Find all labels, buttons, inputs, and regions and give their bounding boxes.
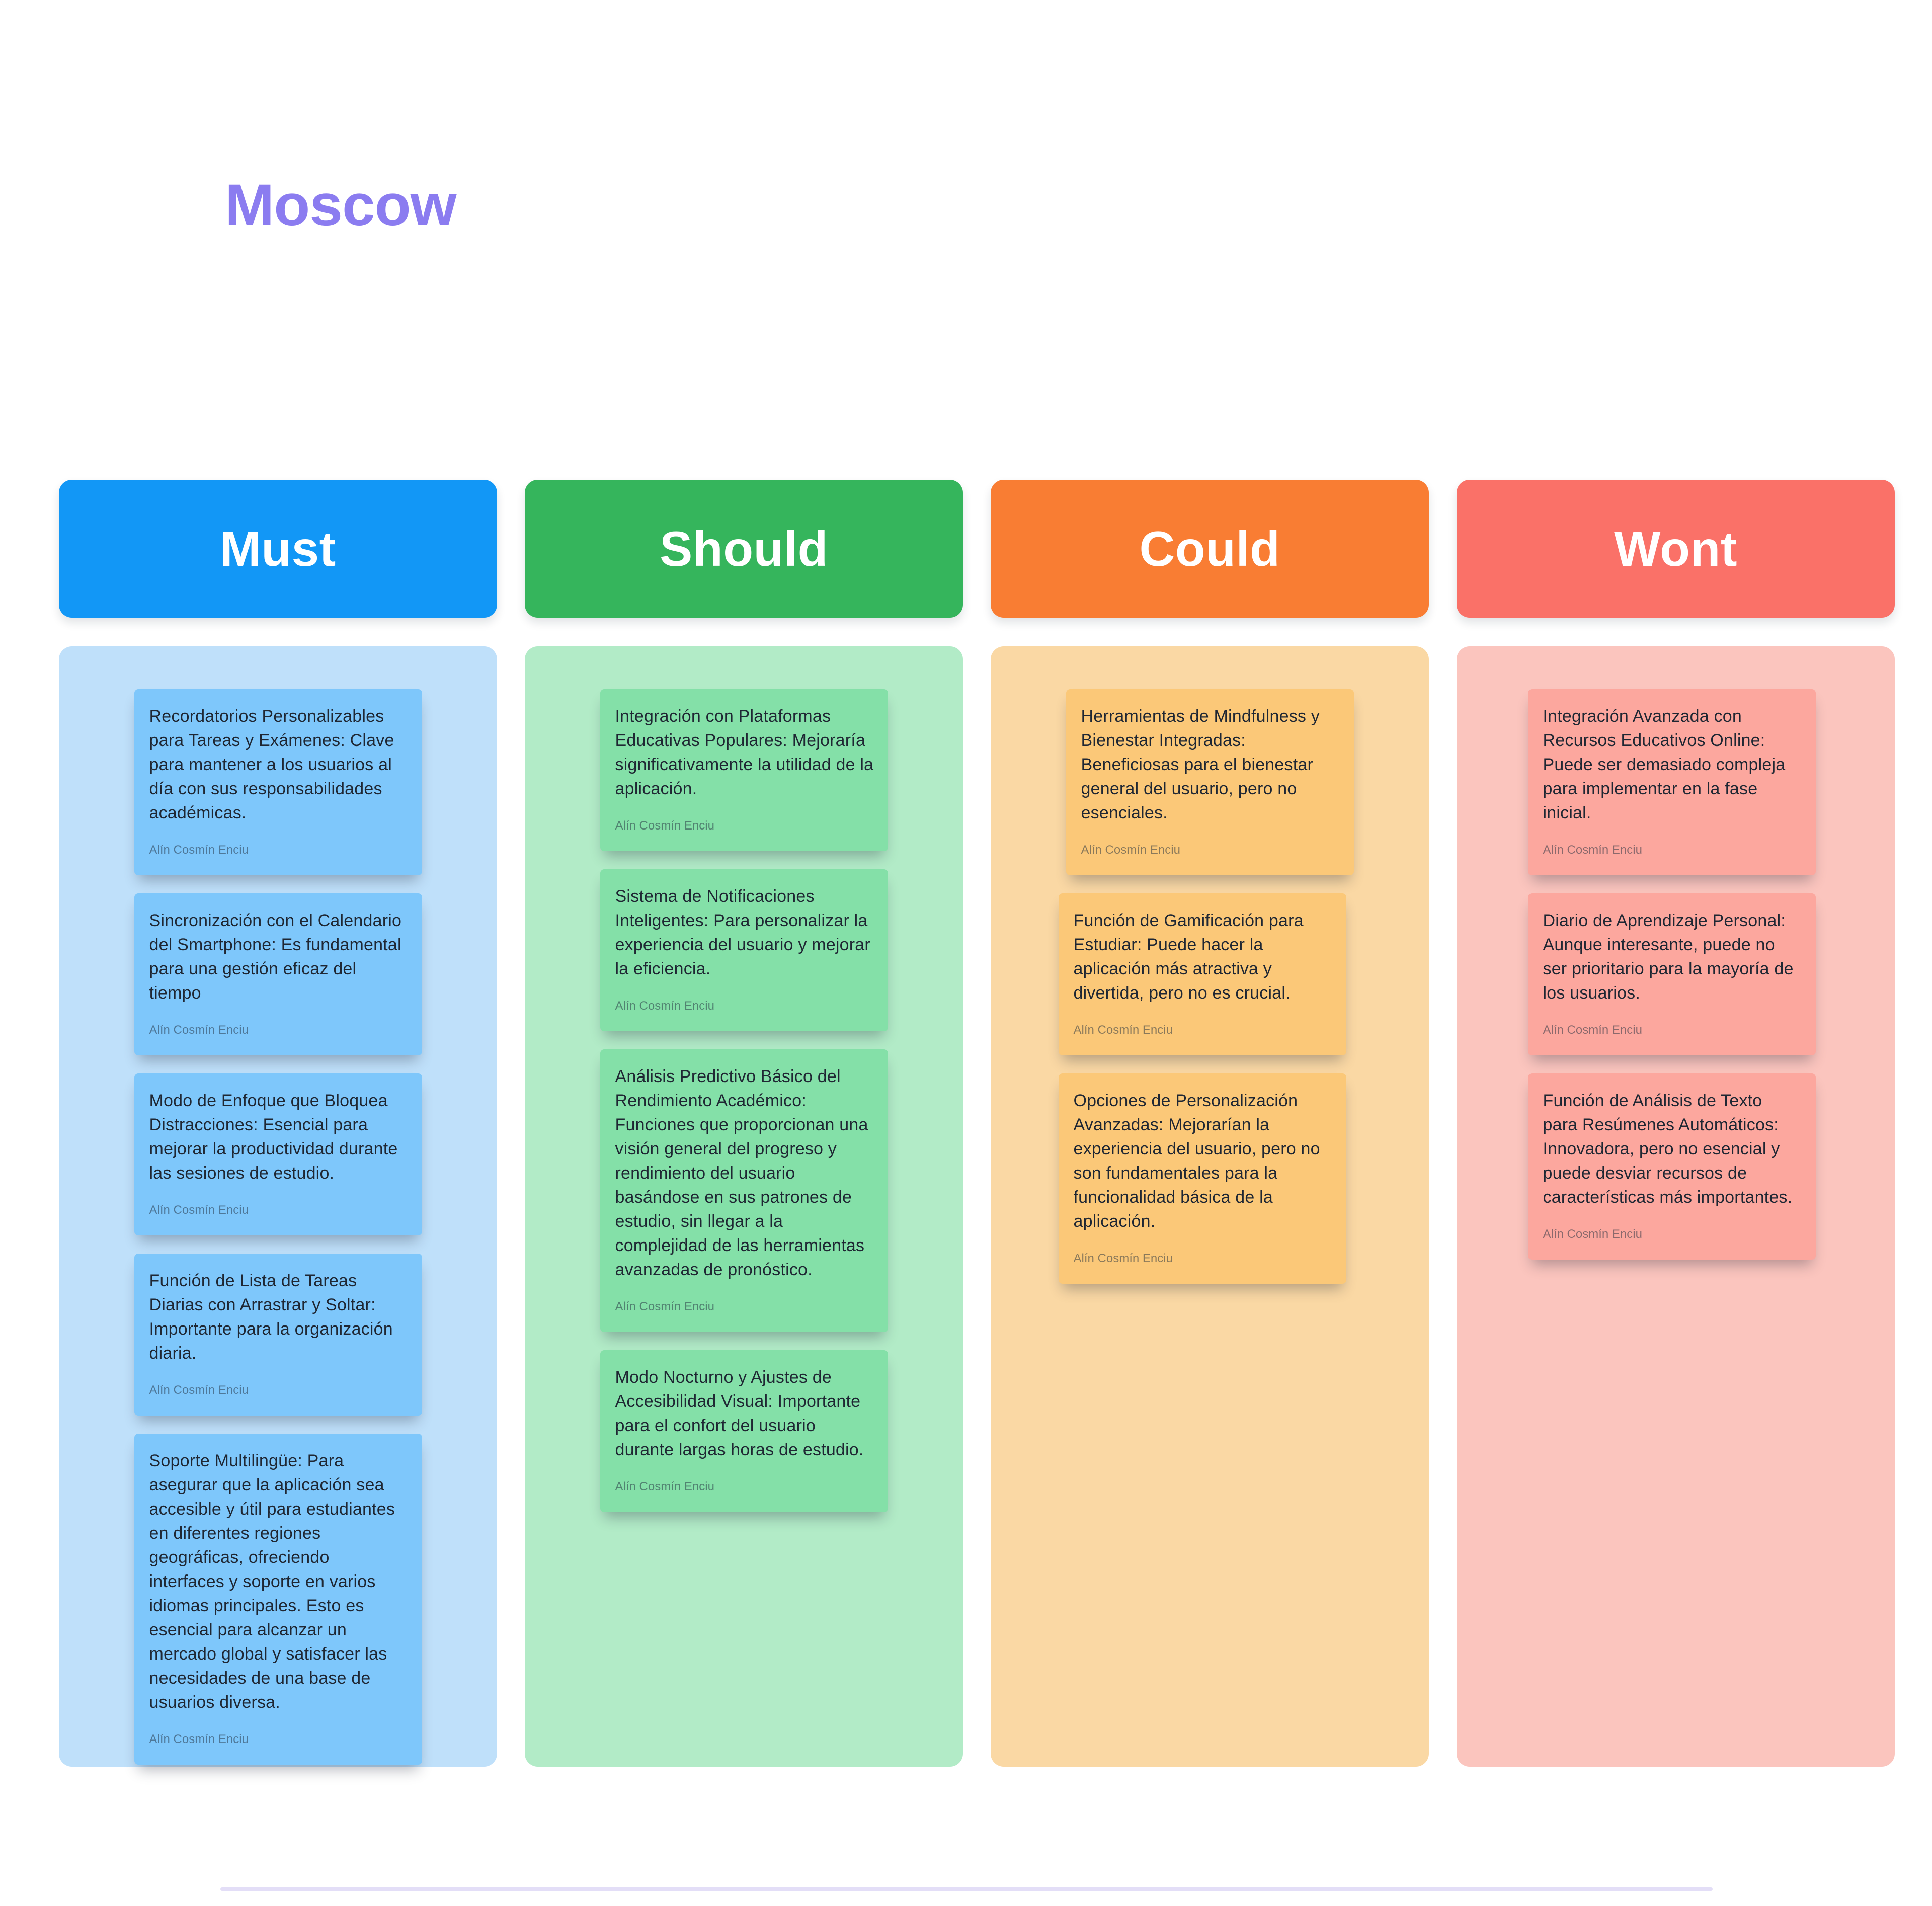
sticky-note-author: Alín Cosmín Enciu (149, 1023, 249, 1037)
sticky-note-author: Alín Cosmín Enciu (1081, 843, 1180, 857)
column-label-could: Could (1139, 521, 1280, 576)
column-body-must: Recordatorios Personalizables para Tarea… (59, 646, 497, 1767)
sticky-note-text: Modo Nocturno y Ajustes de Accesibilidad… (615, 1368, 864, 1459)
sticky-note-text: Función de Lista de Tareas Diarias con A… (149, 1271, 393, 1363)
sticky-note-must-4[interactable]: Función de Lista de Tareas Diarias con A… (134, 1254, 422, 1416)
sticky-note-should-1[interactable]: Integración con Plataformas Educativas P… (600, 689, 888, 851)
column-body-wont: Integración Avanzada con Recursos Educat… (1457, 646, 1895, 1767)
sticky-note-should-3[interactable]: Análisis Predictivo Básico del Rendimien… (600, 1049, 888, 1332)
sticky-note-could-3[interactable]: Opciones de Personalización Avanzadas: M… (1058, 1073, 1346, 1284)
sticky-note-text: Análisis Predictivo Básico del Rendimien… (615, 1067, 868, 1279)
sticky-note-author: Alín Cosmín Enciu (1073, 1023, 1173, 1037)
sticky-note-should-2[interactable]: Sistema de Notificaciones Inteligentes: … (600, 869, 888, 1031)
sticky-note-text: Herramientas de Mindfulness y Bienestar … (1081, 707, 1320, 822)
sticky-note-author: Alín Cosmín Enciu (149, 1203, 249, 1217)
sticky-note-text: Integración Avanzada con Recursos Educat… (1543, 707, 1786, 822)
column-body-should: Integración con Plataformas Educativas P… (525, 646, 963, 1767)
sticky-note-author: Alín Cosmín Enciu (1543, 843, 1642, 857)
column-header-must: Must (59, 480, 497, 618)
column-header-should: Should (525, 480, 963, 618)
bottom-divider (220, 1887, 1713, 1891)
sticky-note-could-2[interactable]: Función de Gamificación para Estudiar: P… (1058, 893, 1346, 1055)
sticky-note-wont-3[interactable]: Función de Análisis de Texto para Resúme… (1527, 1073, 1816, 1260)
board-title: Moscow (225, 172, 456, 238)
sticky-note-author: Alín Cosmín Enciu (1543, 1227, 1642, 1241)
sticky-note-wont-1[interactable]: Integración Avanzada con Recursos Educat… (1527, 689, 1816, 875)
sticky-note-text: Soporte Multilingüe: Para asegurar que l… (149, 1451, 395, 1712)
column-label-must: Must (220, 521, 336, 576)
sticky-note-must-2[interactable]: Sincronización con el Calendario del Sma… (134, 893, 422, 1055)
sticky-note-author: Alín Cosmín Enciu (149, 1732, 249, 1746)
sticky-note-author: Alín Cosmín Enciu (1073, 1252, 1173, 1265)
column-label-wont: Wont (1614, 521, 1738, 576)
sticky-note-author: Alín Cosmín Enciu (615, 1300, 714, 1313)
sticky-note-author: Alín Cosmín Enciu (1543, 1023, 1642, 1037)
sticky-note-author: Alín Cosmín Enciu (615, 1480, 714, 1494)
column-must: Must Recordatorios Personalizables para … (59, 480, 497, 1767)
column-wont: Wont Integración Avanzada con Recursos E… (1457, 480, 1895, 1767)
sticky-note-text: Integración con Plataformas Educativas P… (615, 707, 874, 798)
sticky-note-text: Diario de Aprendizaje Personal: Aunque i… (1543, 911, 1794, 1003)
column-could: Could Herramientas de Mindfulness y Bien… (991, 480, 1429, 1767)
sticky-note-author: Alín Cosmín Enciu (615, 819, 714, 833)
sticky-note-must-1[interactable]: Recordatorios Personalizables para Tarea… (134, 689, 422, 875)
sticky-note-should-4[interactable]: Modo Nocturno y Ajustes de Accesibilidad… (600, 1350, 888, 1512)
column-body-could: Herramientas de Mindfulness y Bienestar … (991, 646, 1429, 1767)
sticky-note-text: Modo de Enfoque que Bloquea Distraccione… (149, 1091, 398, 1183)
column-should: Should Integración con Plataformas Educa… (525, 480, 963, 1767)
sticky-note-must-3[interactable]: Modo de Enfoque que Bloquea Distraccione… (134, 1073, 422, 1235)
column-header-wont: Wont (1457, 480, 1895, 618)
sticky-note-text: Función de Análisis de Texto para Resúme… (1543, 1091, 1793, 1207)
column-header-could: Could (991, 480, 1429, 618)
sticky-note-author: Alín Cosmín Enciu (149, 843, 249, 857)
sticky-note-author: Alín Cosmín Enciu (615, 999, 714, 1013)
sticky-note-text: Recordatorios Personalizables para Tarea… (149, 707, 394, 822)
sticky-note-text: Sistema de Notificaciones Inteligentes: … (615, 887, 870, 978)
sticky-note-text: Opciones de Personalización Avanzadas: M… (1073, 1091, 1320, 1231)
sticky-note-wont-2[interactable]: Diario de Aprendizaje Personal: Aunque i… (1527, 893, 1816, 1055)
sticky-note-text: Sincronización con el Calendario del Sma… (149, 911, 402, 1003)
sticky-note-text: Función de Gamificación para Estudiar: P… (1073, 911, 1304, 1003)
column-label-should: Should (659, 521, 829, 576)
columns-row: Must Recordatorios Personalizables para … (59, 480, 1895, 1767)
sticky-note-author: Alín Cosmín Enciu (149, 1383, 249, 1397)
sticky-note-must-5[interactable]: Soporte Multilingüe: Para asegurar que l… (134, 1434, 422, 1765)
sticky-note-could-1[interactable]: Herramientas de Mindfulness y Bienestar … (1066, 689, 1354, 875)
